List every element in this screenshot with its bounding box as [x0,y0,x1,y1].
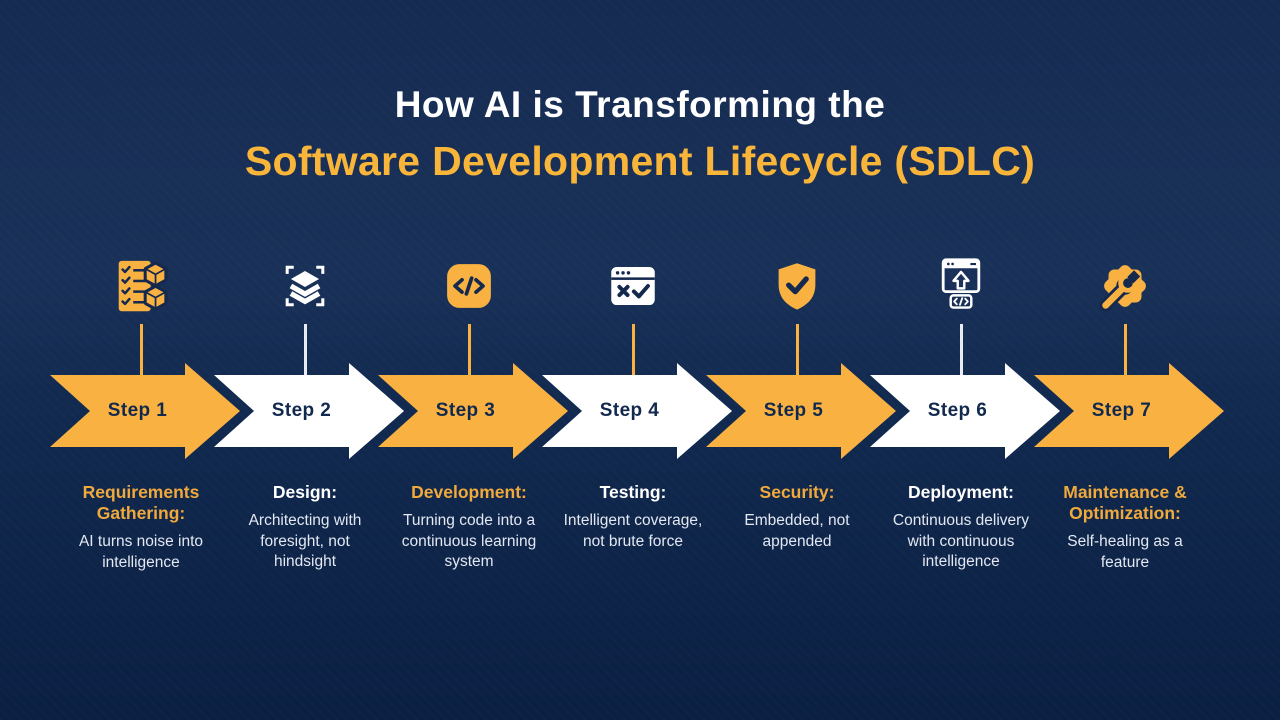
step-body-text: Intelligent coverage, not brute force [563,512,703,550]
step-description-block: Testing: Intelligent coverage, not brute… [551,482,715,552]
testing-window-icon [551,248,715,324]
connector-line [631,324,635,376]
connector-line [959,324,963,376]
step-description-block: Design: Architecting with foresight, not… [223,482,387,573]
step-column-6: Step 6 Deployment: Continuous delivery w… [870,248,1060,598]
step-description-block: Security: Embedded, not appended [715,482,879,552]
step-body-text: Turning code into a continuous learning … [401,512,537,570]
step-column-5: Step 5 Security: Embedded, not appended [706,248,896,598]
connector-line [1123,324,1127,376]
step-body-text: Continuous delivery with continuous inte… [892,512,1030,570]
step-label: Step 6 [927,400,988,421]
step-column-2: Step 2 Design: Architecting with foresig… [214,248,404,598]
step-label: Step 5 [763,400,824,421]
page-title: How AI is Transforming the Software Deve… [0,82,1280,186]
step-heading: Testing: [599,482,667,502]
step-heading: Maintenance & Optimization: [1063,482,1187,523]
step-description-block: Maintenance & Optimization: Self-healing… [1043,482,1207,573]
step-column-4: Step 4 Testing: Intelligent coverage, no… [542,248,732,598]
step-body-text: AI turns noise into intelligence [78,533,204,571]
development-code-icon [387,248,551,324]
step-label: Step 4 [599,400,660,421]
step-heading: Security: [759,482,835,502]
connector-line [139,324,143,376]
step-body-text: Self-healing as a feature [1067,533,1183,571]
step-arrow: Step 1 [50,363,240,459]
design-layers-scan-icon [223,248,387,324]
step-label: Step 2 [271,400,332,421]
step-heading: Requirements Gathering: [82,482,200,523]
connector-line [795,324,799,376]
step-label: Step 7 [1091,400,1152,421]
step-arrow: Step 5 [706,363,896,459]
maintenance-gear-wrench-icon [1043,248,1207,324]
step-arrow: Step 3 [378,363,568,459]
step-heading: Deployment: [908,482,1014,502]
security-shield-check-icon [715,248,879,324]
step-heading: Development: [411,482,527,502]
step-heading: Design: [272,482,338,502]
title-line-2: Software Development Lifecycle (SDLC) [244,138,1036,185]
step-arrow: Step 2 [214,363,404,459]
title-line-1: How AI is Transforming the [394,84,886,125]
step-label: Step 1 [107,400,168,421]
step-body-text: Architecting with foresight, not hindsig… [248,512,362,570]
step-column-7: Step 7 Maintenance & Optimization: Self-… [1034,248,1224,598]
step-description-block: Deployment: Continuous delivery with con… [879,482,1043,573]
deployment-upload-window-icon [879,248,1043,324]
step-body-text: Embedded, not appended [744,512,850,550]
step-column-1: Step 1 Requirements Gathering: AI turns … [50,248,240,598]
connector-line [467,324,471,376]
step-label: Step 3 [435,400,496,421]
requirements-checklist-cubes-icon [59,248,223,324]
step-column-3: Step 3 Development: Turning code into a … [378,248,568,598]
connector-line [303,324,307,376]
step-arrow: Step 4 [542,363,732,459]
step-description-block: Requirements Gathering: AI turns noise i… [59,482,223,573]
step-description-block: Development: Turning code into a continu… [387,482,551,573]
step-arrow: Step 6 [870,363,1060,459]
step-arrow: Step 7 [1034,363,1224,459]
